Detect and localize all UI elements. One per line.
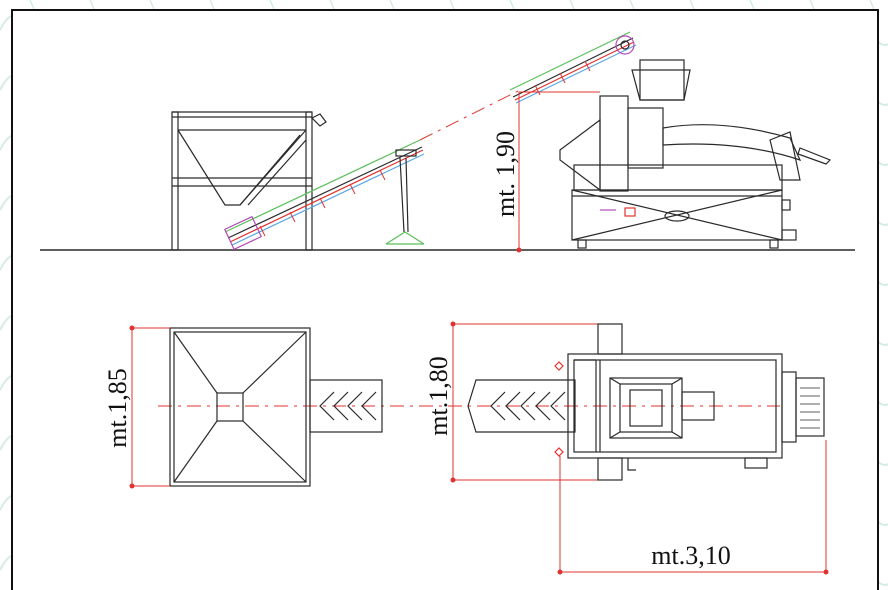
machine-length-label: mt.3,10 xyxy=(651,541,730,570)
lower-conveyor xyxy=(223,139,425,251)
conveyor-support xyxy=(385,149,425,245)
hopper-width-label: mt.1,85 xyxy=(103,368,132,447)
height-label: mt. 1,90 xyxy=(491,131,520,217)
top-view xyxy=(129,321,829,575)
hopper-top xyxy=(169,327,311,487)
machine-side xyxy=(559,59,832,249)
upper-conveyor-top xyxy=(467,379,576,433)
hopper-side xyxy=(171,111,327,251)
side-view xyxy=(40,31,855,253)
height-dimension xyxy=(518,91,600,250)
lower-conveyor-top xyxy=(309,379,383,433)
upper-conveyor xyxy=(509,31,637,104)
drawing-panel xyxy=(11,9,879,590)
machine-length-dimension xyxy=(559,440,827,573)
machine-width-label: mt.1,80 xyxy=(424,356,453,435)
machine-top xyxy=(554,323,825,481)
hopper-width-dimension xyxy=(131,327,170,487)
machine-width-dimension xyxy=(452,323,598,481)
